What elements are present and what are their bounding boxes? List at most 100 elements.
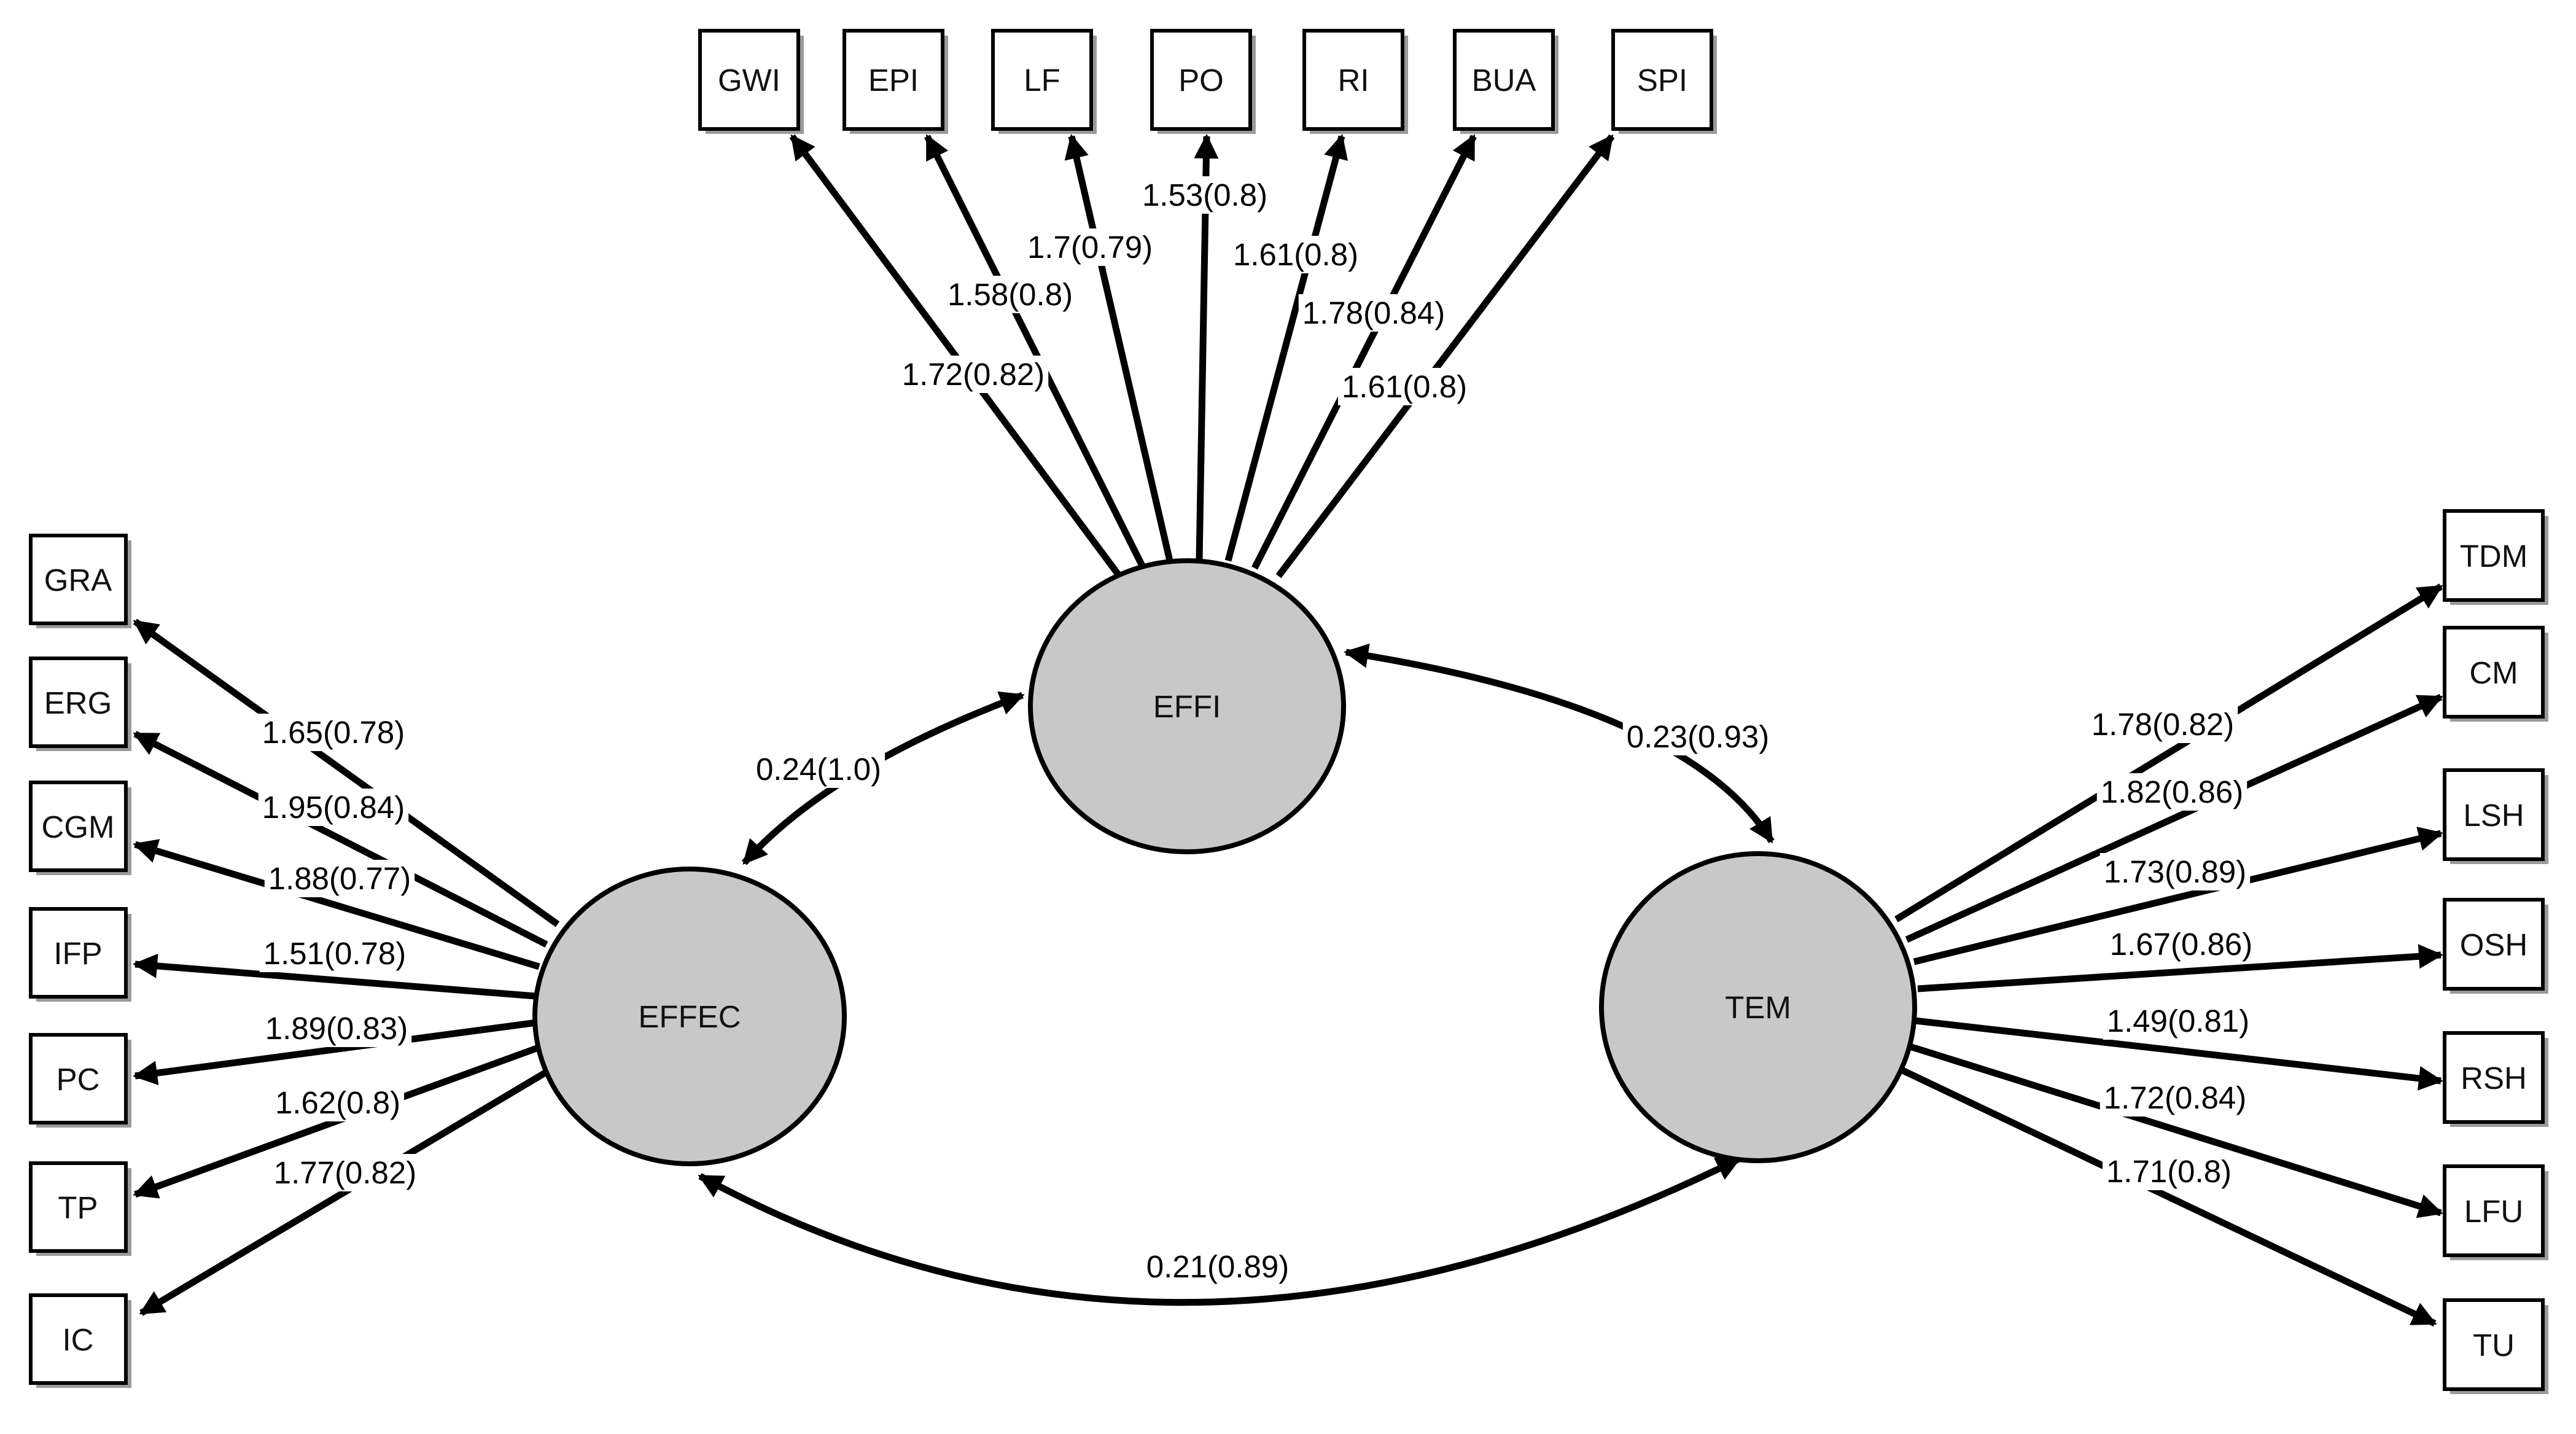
indicator-erg[interactable]: ERG xyxy=(29,657,131,751)
indicator-tu-label: TU xyxy=(2473,1328,2515,1363)
indicator-tdm[interactable]: TDM xyxy=(2443,509,2548,605)
path-effi-bua xyxy=(1251,134,1477,570)
coef-background xyxy=(270,1154,421,1191)
indicator-po-label: PO xyxy=(1178,63,1224,98)
indicator-bua[interactable]: BUA xyxy=(1453,29,1558,134)
indicator-epi[interactable]: EPI xyxy=(842,29,948,134)
indicator-tp[interactable]: TP xyxy=(29,1161,131,1256)
coef-tem-lfu: 1.72(0.84) xyxy=(2104,1080,2247,1115)
coef-background xyxy=(2106,925,2257,963)
coef-background xyxy=(1298,294,1449,332)
latent-effec-ellipse xyxy=(532,867,847,1166)
indicator-cm[interactable]: CM xyxy=(2443,626,2548,722)
indicator-bua-label: BUA xyxy=(1472,63,1536,98)
coef-background xyxy=(261,1010,412,1047)
latent-effi-label: EFFI xyxy=(1153,689,1221,724)
coef-effec-pc: 1.89(0.83) xyxy=(265,1011,408,1046)
indicator-lfu[interactable]: LFU xyxy=(2443,1164,2548,1260)
coef-background xyxy=(259,935,410,972)
indicator-ri[interactable]: RI xyxy=(1302,29,1408,134)
tem-indicator-boxes: TDM CM LSH OSH RSH LFU xyxy=(2443,509,2548,1394)
latent-effec[interactable]: EFFEC xyxy=(532,867,847,1166)
path-effec-gra xyxy=(133,618,560,927)
path-tem-rsh xyxy=(1915,1017,2443,1091)
effi-indicator-paths xyxy=(789,134,1615,579)
latent-effi[interactable]: EFFI xyxy=(1028,558,1346,854)
path-effi-epi xyxy=(924,134,1146,570)
indicator-ic[interactable]: IC xyxy=(29,1293,131,1388)
coef-effi-gwi: 1.72(0.82) xyxy=(902,357,1045,392)
coef-effi-ri: 1.61(0.8) xyxy=(1233,237,1358,272)
indicator-cgm-label: CGM xyxy=(42,809,115,844)
coef-background xyxy=(2087,706,2238,743)
indicator-tp-label: TP xyxy=(58,1190,98,1225)
coef-tem-tdm: 1.78(0.82) xyxy=(2092,707,2235,742)
coef-effec-gra: 1.65(0.78) xyxy=(262,715,405,750)
latent-effec-label: EFFEC xyxy=(638,999,741,1034)
coef-background xyxy=(1138,176,1272,214)
path-effi-ri xyxy=(1224,134,1348,562)
coef-tem-lsh: 1.73(0.89) xyxy=(2104,854,2247,889)
indicator-gwi-label: GWI xyxy=(718,63,780,98)
effi-indicator-boxes: GWI EPI LF PO RI BUA xyxy=(698,29,1717,134)
coef-background xyxy=(1142,1248,1293,1285)
path-tem-tu xyxy=(1896,1065,2437,1327)
path-effec-ifp xyxy=(133,953,536,1000)
coef-effec-ic: 1.77(0.82) xyxy=(274,1155,417,1190)
path-effec-erg xyxy=(133,731,548,948)
indicator-cgm[interactable]: CGM xyxy=(29,781,131,875)
indicator-ic-label: IC xyxy=(63,1322,94,1357)
indicator-ifp[interactable]: IFP xyxy=(29,907,131,1002)
indicator-po[interactable]: PO xyxy=(1150,29,1256,134)
coef-background xyxy=(1337,368,1471,405)
indicator-osh[interactable]: OSH xyxy=(2443,898,2548,994)
path-tem-lfu xyxy=(1907,1042,2443,1218)
path-tem-lsh xyxy=(1913,827,2443,965)
coef-background xyxy=(1229,236,1363,273)
latent-effi-ellipse xyxy=(1028,558,1346,854)
coef-background xyxy=(2099,853,2251,890)
path-effec-cgm xyxy=(133,839,540,970)
coef-effec-ifp: 1.51(0.78) xyxy=(263,936,407,971)
indicator-spi[interactable]: SPI xyxy=(1611,29,1717,134)
coef-cov-effec-tem: 0.21(0.89) xyxy=(1146,1249,1290,1284)
indicator-lf[interactable]: LF xyxy=(991,29,1097,134)
path-effi-spi xyxy=(1275,134,1615,579)
coef-effi-spi: 1.61(0.8) xyxy=(1342,369,1467,404)
coef-background xyxy=(258,714,409,751)
path-effi-lf xyxy=(1064,134,1173,562)
latent-tem-label: TEM xyxy=(1725,990,1791,1025)
coef-background xyxy=(2103,1002,2254,1040)
coef-effec-cgm: 1.88(0.77) xyxy=(268,861,411,896)
coef-background xyxy=(271,1084,405,1121)
coef-tem-osh: 1.67(0.86) xyxy=(2110,927,2253,962)
indicator-rsh[interactable]: RSH xyxy=(2443,1031,2548,1127)
indicator-spi-label: SPI xyxy=(1637,63,1687,98)
indicator-lf-label: LF xyxy=(1024,63,1060,98)
coef-background xyxy=(264,860,415,897)
coef-background xyxy=(258,789,409,826)
indicator-gwi[interactable]: GWI xyxy=(698,29,804,134)
indicator-gra[interactable]: GRA xyxy=(29,534,131,628)
tem-indicator-paths xyxy=(1894,583,2443,1327)
indicator-lsh[interactable]: LSH xyxy=(2443,768,2548,864)
indicator-pc[interactable]: PC xyxy=(29,1033,131,1128)
latent-tem[interactable]: TEM xyxy=(1599,851,1917,1163)
indicator-ri-label: RI xyxy=(1338,63,1369,98)
path-tem-tdm xyxy=(1894,583,2443,922)
coef-tem-rsh: 1.49(0.81) xyxy=(2107,1003,2250,1038)
indicator-rsh-label: RSH xyxy=(2461,1061,2527,1096)
coef-background xyxy=(898,356,1049,393)
covariance-effec-tem xyxy=(698,1156,1741,1306)
indicator-epi-label: EPI xyxy=(868,63,919,98)
coef-effec-erg: 1.95(0.84) xyxy=(262,790,405,825)
indicator-tu[interactable]: TU xyxy=(2443,1298,2548,1394)
path-tem-osh xyxy=(1917,944,2443,992)
coefficient-labels: 1.72(0.82) 1.58(0.8) 1.7(0.79) 1.53(0.8)… xyxy=(258,176,2257,1285)
coef-cov-effi-tem: 0.23(0.93) xyxy=(1627,719,1770,754)
latent-variables: EFFI EFFEC TEM xyxy=(532,558,1917,1166)
coef-effec-tp: 1.62(0.8) xyxy=(275,1085,400,1120)
path-effec-pc xyxy=(133,1019,537,1086)
coef-effi-epi: 1.58(0.8) xyxy=(948,277,1073,312)
